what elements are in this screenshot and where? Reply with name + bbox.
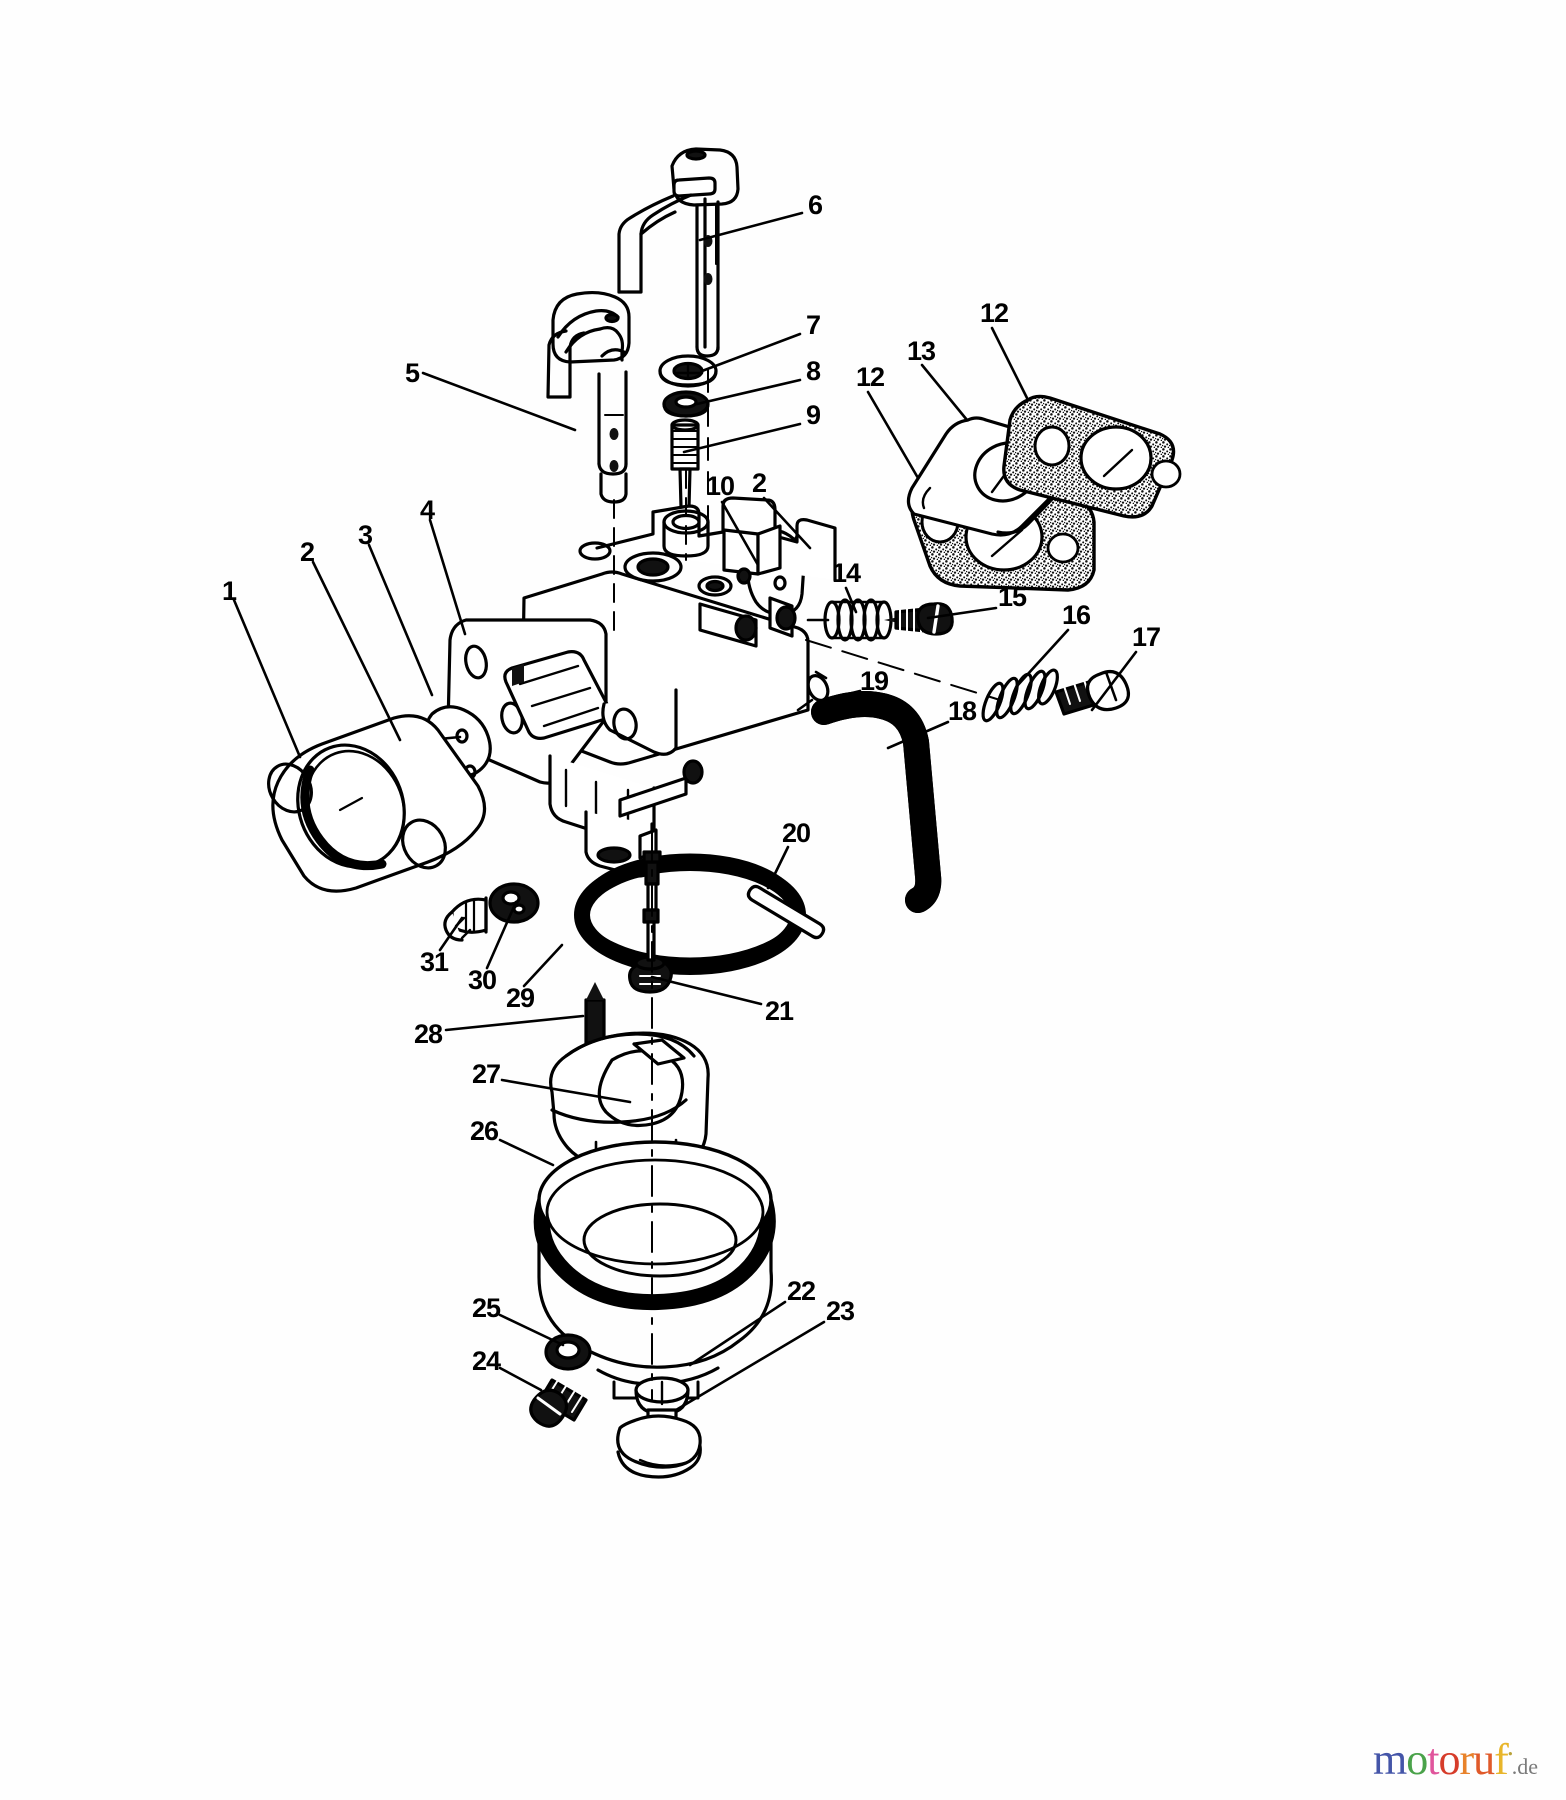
part-hinge-pin-20 [746,884,826,940]
callout-17: 17 [1132,622,1161,652]
callout-15: 15 [998,582,1027,612]
callout-24: 24 [472,1346,501,1376]
callout-8: 8 [806,356,821,386]
watermark-dot-icon: • [1507,1747,1513,1763]
callout-6: 6 [808,190,823,220]
part-washer-30 [488,882,540,924]
callout-13: 13 [907,336,936,366]
part-flange-gasket-1 [267,714,487,893]
callout-18: 18 [948,696,977,726]
part-valve-seat-21 [628,955,673,994]
watermark-wordmark: motoruf [1373,1735,1509,1784]
callout-19: 19 [860,666,889,696]
callout-4: 4 [420,495,435,525]
part-adjust-screw-9 [670,418,700,509]
callout-12a: 12 [856,362,885,392]
part-float-bowl-26 [533,1140,776,1400]
callout-5: 5 [405,358,420,388]
part-bowl-gasket-29 [574,853,806,975]
callout-20: 20 [782,818,811,848]
callout-26: 26 [470,1116,499,1146]
watermark-suffix: .de [1511,1754,1538,1779]
callout-2a: 2 [300,537,315,567]
callout-21: 21 [765,996,794,1026]
callout-25: 25 [472,1293,501,1323]
callout-23: 23 [826,1296,855,1326]
callout-2b: 2 [752,468,767,498]
callout-27: 27 [472,1059,501,1089]
part-spring-16 [981,668,1059,723]
callout-31: 31 [420,947,449,977]
callout-3: 3 [358,520,373,550]
part-carburetor-body-4 [446,496,837,878]
part-bowl-nut-22-23 [616,1376,702,1479]
motoruf-watermark: motoruf•.de [1373,1738,1538,1782]
callout-10: 10 [706,471,735,501]
callout-14: 14 [832,558,861,588]
callout-30: 30 [468,965,497,995]
part-spring-14 [806,598,893,642]
part-drain-fitting-31 [443,896,488,942]
callout-12b: 12 [980,298,1009,328]
callout-7: 7 [806,310,821,340]
part-gasket-12-rear [1002,394,1182,519]
callout-29: 29 [506,983,535,1013]
leader-lines [232,211,1138,1412]
part-throttle-shaft-6 [617,147,740,358]
callout-1: 1 [222,576,237,606]
part-fuel-line-18 [811,691,942,913]
callout-22: 22 [787,1276,816,1306]
callout-28: 28 [414,1019,443,1049]
callout-9: 9 [806,400,821,430]
part-choke-shaft-5 [546,290,631,504]
callout-16: 16 [1062,600,1091,630]
part-screw-24 [529,1378,588,1428]
part-screw-15 [884,602,954,636]
